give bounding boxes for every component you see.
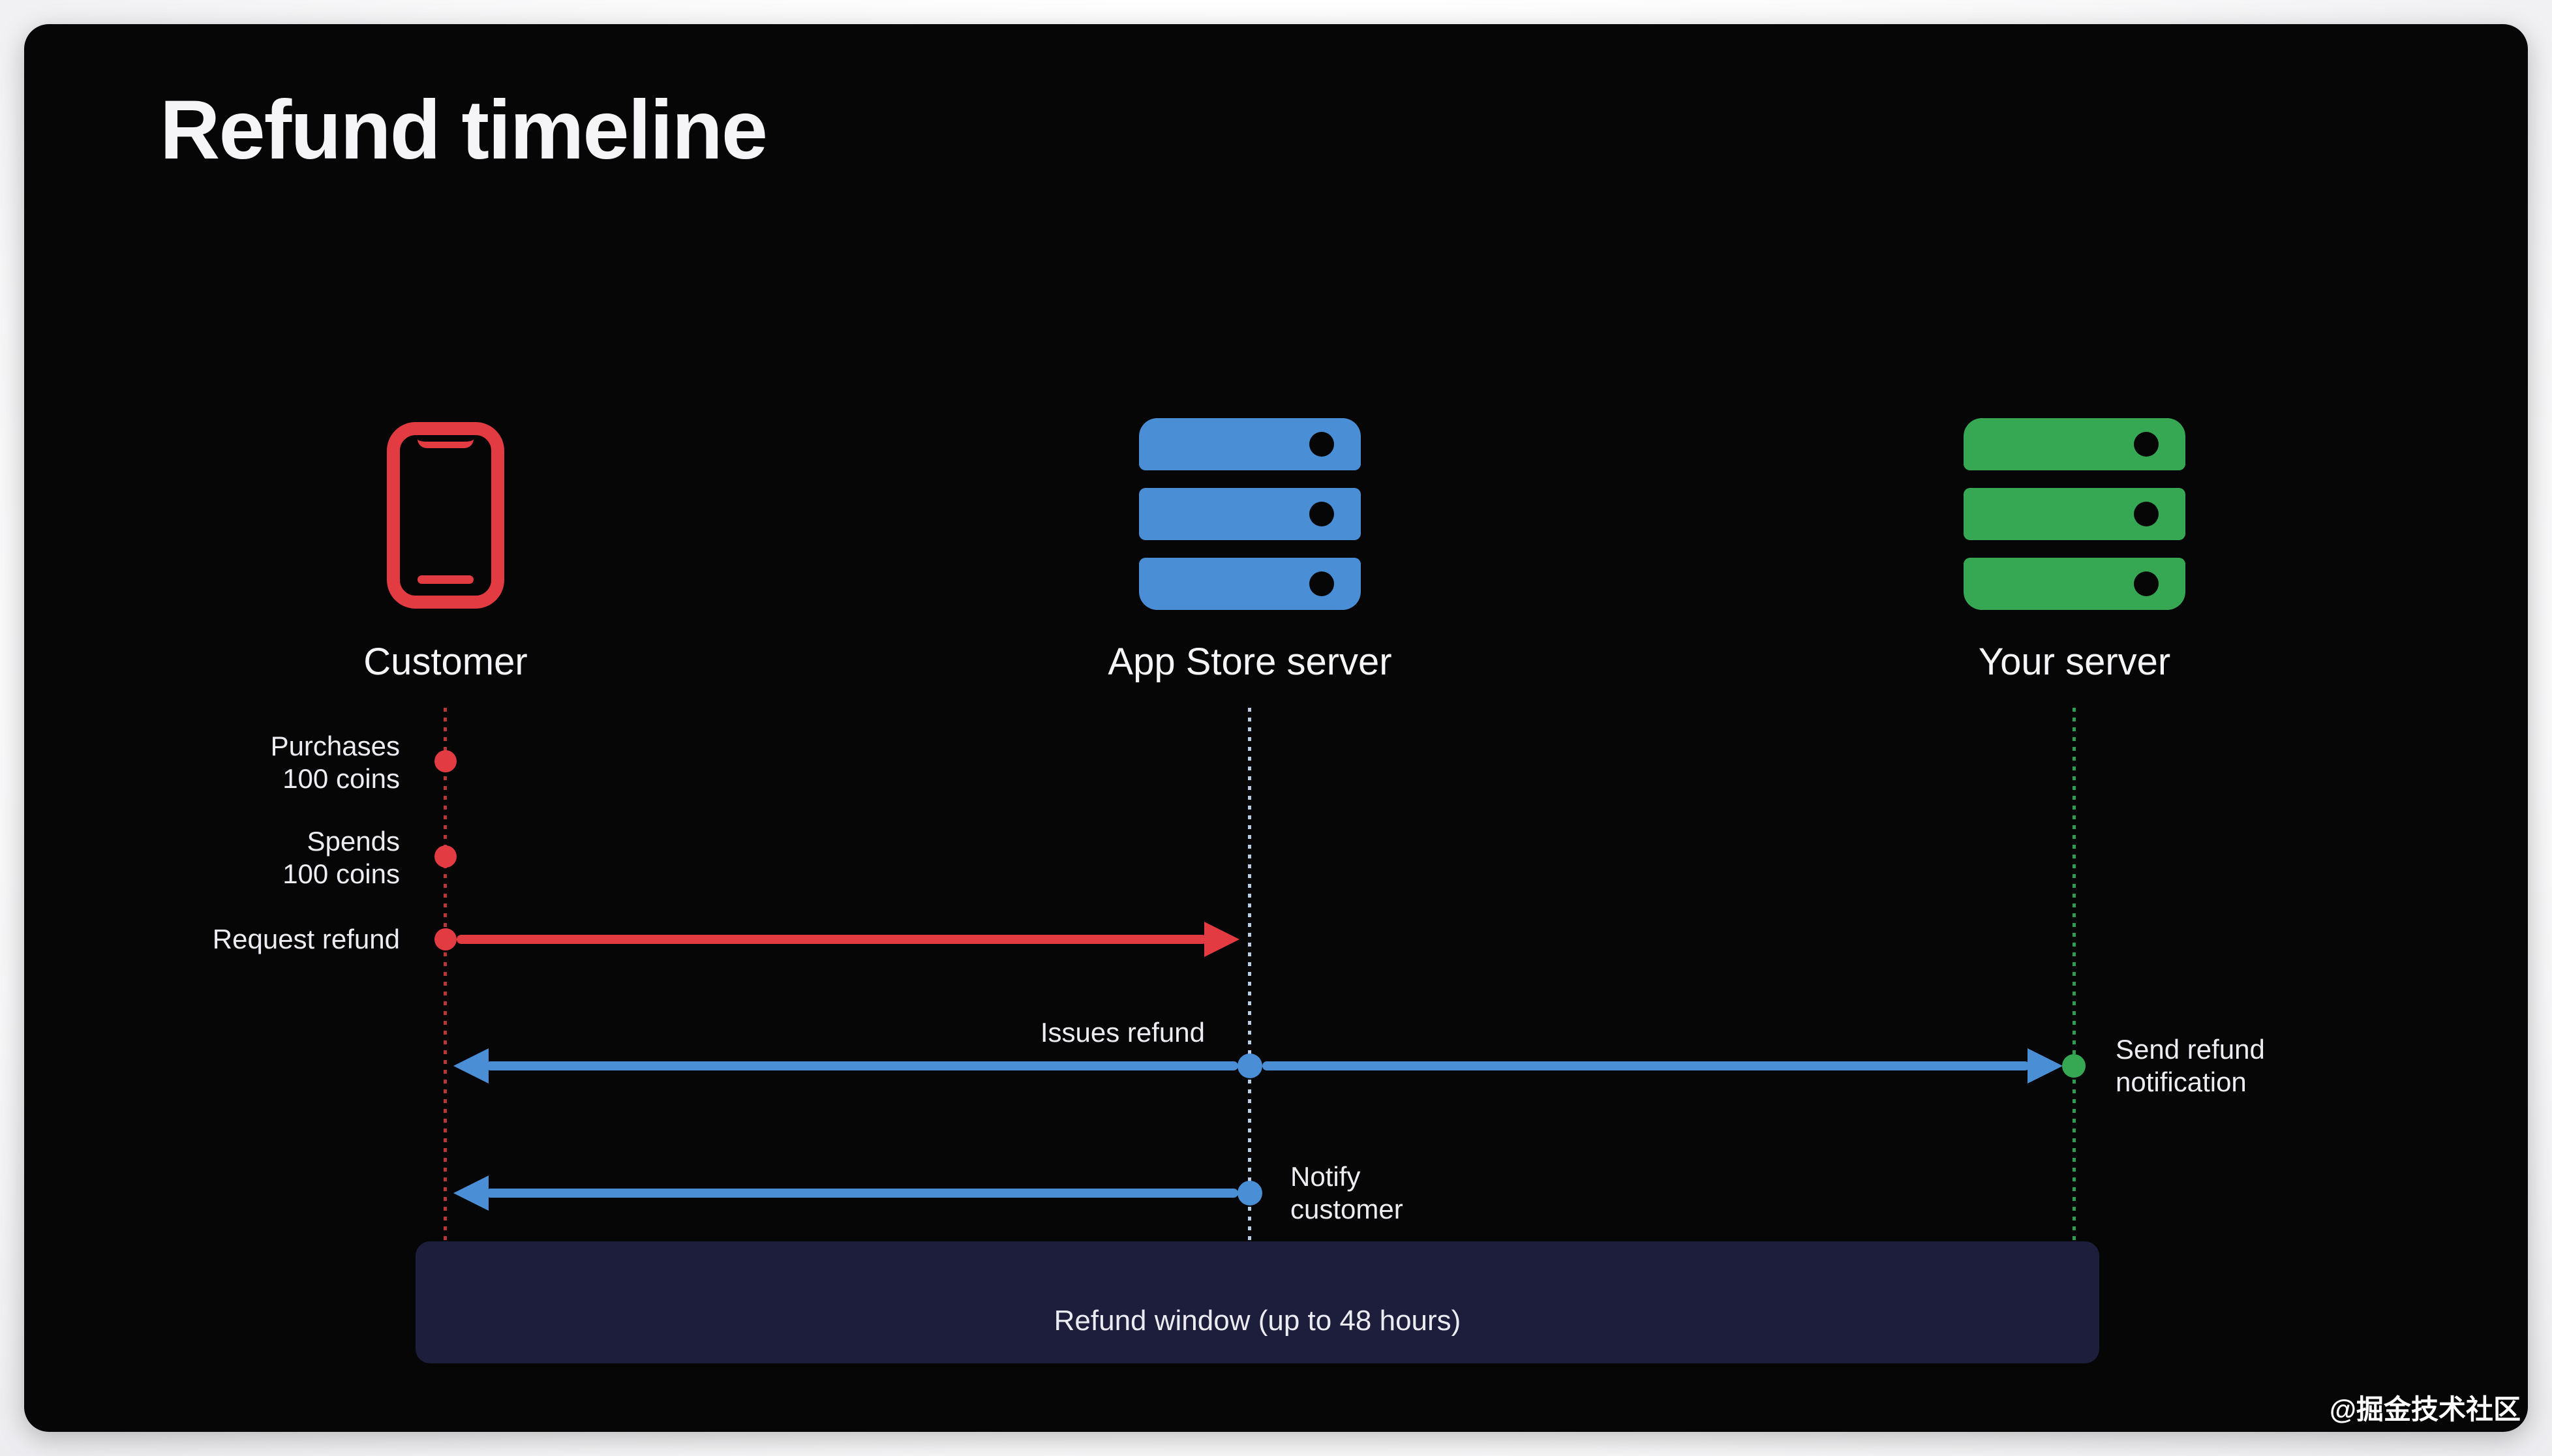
actor-label-customer: Customer — [363, 641, 528, 683]
server-icon-app-store — [1139, 418, 1361, 610]
event-label-request-refund: Request refund — [212, 924, 400, 954]
slide-canvas: Refund timeline Customer App Store serve… — [24, 24, 2528, 1432]
lifeline-your-server — [2073, 708, 2076, 1288]
iphone-home-bar — [418, 575, 474, 584]
arrow-head-right — [1204, 922, 1239, 957]
page-title: Refund timeline — [160, 83, 768, 177]
server-icon-your-server — [1964, 418, 2185, 610]
iphone-icon — [387, 422, 504, 609]
event-label-send-refund-notification: Send refund notification — [2116, 1034, 2265, 1097]
iphone-notch — [418, 435, 474, 448]
refund-window-box: Refund window (up to 48 hours) — [416, 1241, 2099, 1363]
event-dot-spends — [434, 845, 457, 868]
server-slab — [1139, 418, 1361, 470]
issues-refund-arrow-to-your-server — [1262, 1061, 2029, 1070]
server-slab — [1964, 488, 2185, 540]
server-slab — [1139, 558, 1361, 610]
event-label-notify-customer: Notify customer — [1290, 1161, 1403, 1224]
notify-customer-arrow — [486, 1189, 1238, 1198]
event-dot-purchases — [434, 750, 457, 772]
refund-window-label: Refund window (up to 48 hours) — [1054, 1305, 1461, 1337]
server-slab — [1964, 558, 2185, 610]
server-slab — [1964, 418, 2185, 470]
watermark: @掘金技术社区 — [2330, 1394, 2521, 1425]
event-dot-notify-customer — [1238, 1181, 1262, 1206]
issues-refund-arrow-to-customer — [486, 1061, 1238, 1070]
event-dot-issues-refund — [1238, 1054, 1262, 1078]
actor-label-app-store: App Store server — [1108, 641, 1392, 683]
actor-label-your-server: Your server — [1978, 641, 2171, 683]
arrow-head-left — [453, 1048, 489, 1084]
server-slab — [1139, 488, 1361, 540]
event-label-purchases: Purchases 100 coins — [270, 731, 400, 794]
lifeline-app-store — [1248, 708, 1251, 1288]
request-refund-arrow — [457, 935, 1207, 944]
arrow-head-right — [2028, 1048, 2063, 1084]
event-label-spends: Spends 100 coins — [282, 826, 400, 889]
lifeline-customer — [444, 708, 447, 1288]
event-dot-send-notification — [2062, 1054, 2086, 1078]
event-dot-request-refund — [434, 928, 457, 950]
arrow-head-left — [453, 1175, 489, 1211]
event-label-issues-refund: Issues refund — [1040, 1017, 1205, 1048]
